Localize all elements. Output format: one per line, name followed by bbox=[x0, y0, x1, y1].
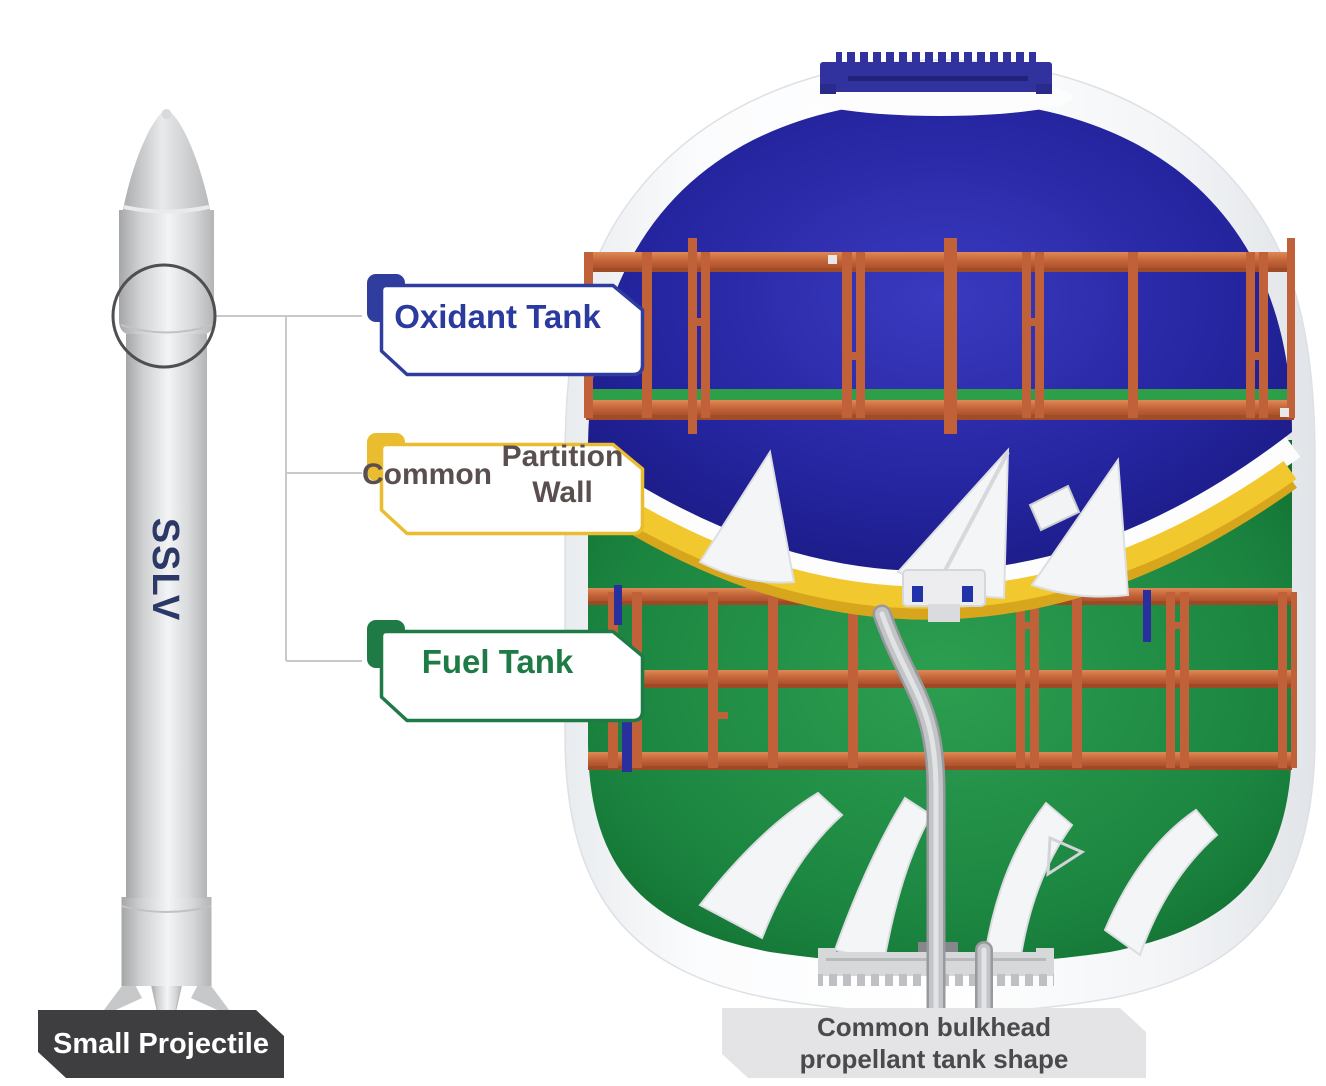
callout-partition-label: Common Partition Wall bbox=[362, 430, 633, 520]
caption-line1: Common bulkhead bbox=[816, 1012, 1051, 1042]
rocket-fairing bbox=[119, 210, 214, 334]
rocket-body bbox=[126, 334, 207, 898]
rocket-illustration: SSLV bbox=[98, 109, 235, 1018]
oxidant-tank-interior bbox=[588, 100, 1292, 572]
fuel-scaffold-blue-posts bbox=[614, 585, 1151, 772]
callout-partition-line2: Partition Wall bbox=[501, 440, 624, 509]
oxidant-tank-scaffolding bbox=[584, 238, 1295, 434]
rocket-skirt bbox=[121, 897, 212, 986]
connector-lines bbox=[214, 315, 362, 662]
callout-oxidant-label: Oxidant Tank bbox=[394, 298, 601, 335]
caption-label: Common bulkhead propellant tank shape bbox=[722, 1008, 1146, 1078]
caption-line2: propellant tank shape bbox=[799, 1044, 1069, 1074]
small-projectile-label: Small Projectile bbox=[53, 1027, 269, 1060]
bottom-petals bbox=[698, 791, 1219, 964]
baffle-green-strip bbox=[590, 389, 1292, 402]
propellant-pipes bbox=[872, 604, 993, 1024]
zoom-circle-annotation bbox=[111, 263, 217, 369]
caption-badge: Common bulkhead propellant tank shape bbox=[722, 1008, 1146, 1078]
bulkhead-petals bbox=[698, 447, 1130, 600]
tank-illustration bbox=[564, 52, 1316, 1024]
callout-fuel-tank: Fuel Tank bbox=[362, 617, 633, 707]
bulkhead-center-fitting bbox=[902, 569, 986, 622]
small-projectile-badge-shape bbox=[38, 1010, 284, 1078]
callout-fuel-label: Fuel Tank bbox=[421, 643, 574, 680]
rocket-label: SSLV bbox=[144, 518, 186, 622]
callout-partition-line1: Common bbox=[362, 458, 492, 491]
caption-badge-shape bbox=[722, 1008, 1146, 1078]
callout-oxidant-tank: Oxidant Tank bbox=[362, 271, 633, 363]
callout-common-partition-wall: Common Partition Wall bbox=[362, 430, 633, 520]
top-flange bbox=[820, 52, 1052, 94]
rocket-nose-cone bbox=[123, 110, 210, 210]
small-projectile-badge: Small Projectile bbox=[38, 1010, 284, 1078]
